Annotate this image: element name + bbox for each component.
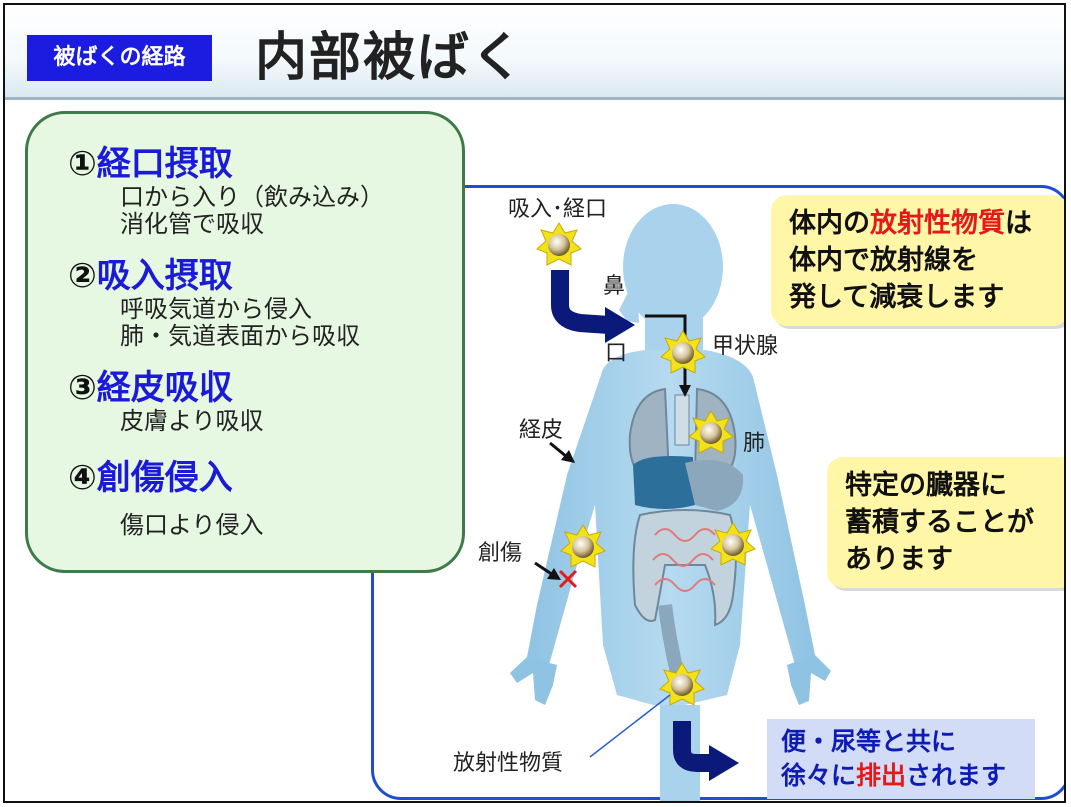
intake-label: 吸入･経口 [508,197,608,222]
lung-label: 肺 [743,431,766,456]
route-description: 傷口より侵入 [120,511,264,539]
route-heading: ③経皮吸収 [68,368,233,408]
body-illustration [510,204,831,801]
wound-arrow [534,561,578,589]
route-heading: ④創傷侵入 [68,458,233,498]
excrete-arrow-head [709,745,739,781]
accumulation-callout: 特定の臓器に 蓄積することが あります [827,457,1064,588]
radioactive-particle-icon [536,222,582,266]
thyroid-label: 甲状腺 [712,334,779,359]
route-list-panel: ①経口摂取 口から入り（飲み込み） 消化管で吸収 ②吸入摂取 呼吸気道から侵入 … [25,111,465,573]
organs [628,387,744,687]
skin-label: 経皮 [519,418,564,443]
slide: 被ばくの経路 内部被ばく [3,3,1066,803]
intake-arrow [551,270,610,334]
intake-arrow-head [605,307,635,343]
route-heading: ②吸入摂取 [68,256,233,296]
wound-label: 創傷 [478,541,523,566]
excrete-arrow [673,721,713,772]
material-leader-line [589,694,671,758]
route-description: 呼吸気道から侵入 肺・気道表面から吸収 [120,295,360,350]
mouth-label: 口 [605,341,628,366]
route-heading: ①経口摂取 [68,144,233,184]
page-title: 内部被ばく [255,28,526,88]
section-tag: 被ばくの経路 [27,35,212,81]
slide-header: 被ばくの経路 内部被ばく [5,5,1064,100]
decay-callout: 体内の放射性物質は 体内で放射線を 発して減衰します [771,195,1064,326]
excretion-callout: 便・尿等と共に 徐々に排出されます [767,719,1035,799]
route-description: 口から入り（飲み込み） 消化管で吸収 [120,183,384,238]
route-description: 皮膚より吸収 [120,407,264,435]
radioactive-material-label: 放射性物質 [453,751,564,776]
skin-arrow [549,441,575,463]
nose-label: 鼻 [603,274,626,299]
